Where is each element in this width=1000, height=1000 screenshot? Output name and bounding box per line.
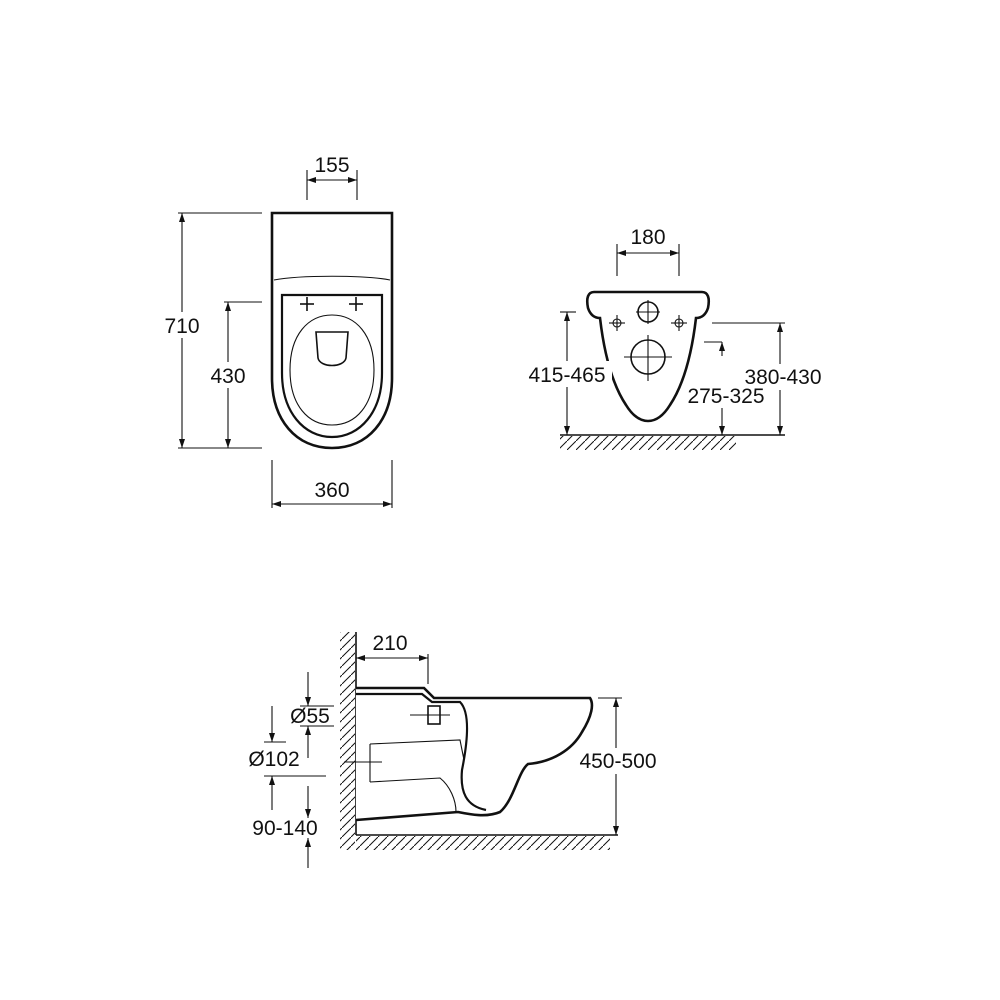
front-hole-right [671, 315, 687, 331]
dim-hole-spacing: 180 [616, 226, 680, 276]
dim-fixing-length-label: 430 [210, 365, 245, 388]
dim-fixing-length: 430 [205, 301, 262, 448]
dim-height-left-label: 415-465 [528, 364, 605, 387]
dim-hole-spacing-label: 180 [630, 226, 665, 249]
toilet-top-outline [270, 211, 394, 450]
toilet-side-inner [356, 692, 487, 812]
dim-outlet-diameter: Ø102 [248, 706, 326, 777]
toilet-top-seat [280, 293, 384, 439]
side-floor-hatch [356, 836, 610, 850]
front-floor-hatch [560, 436, 736, 450]
front-hole-outlet [624, 335, 672, 381]
dim-rim-height: 450-500 [572, 697, 664, 835]
dim-height-inner-label: 275-325 [687, 385, 764, 408]
dim-bottom-width: 360 [271, 460, 393, 508]
dim-top-width: 155 [306, 154, 358, 200]
dim-outlet-height-label: 90-140 [252, 817, 317, 840]
dim-height-left: 415-465 [522, 311, 612, 435]
toilet-top-seat-line [273, 275, 391, 281]
dim-height-inner: 275-325 [687, 341, 765, 435]
dim-depth-label: 210 [372, 632, 407, 655]
dim-total-length-label: 710 [164, 315, 199, 338]
dim-inlet-diameter: Ø55 [290, 672, 334, 758]
dim-bottom-width-label: 360 [314, 479, 349, 502]
front-view: 180 415-465 380-430 275-325 [522, 226, 829, 450]
top-view: 155 710 430 360 [160, 154, 394, 508]
dim-inlet-diameter-label: Ø55 [290, 705, 330, 728]
dim-outlet-diameter-label: Ø102 [248, 748, 299, 771]
hinge-cross-left [300, 297, 314, 311]
toilet-top-outlet [315, 331, 349, 367]
dim-height-right: 380-430 [712, 322, 829, 435]
dim-outlet-height: 90-140 [252, 776, 318, 868]
dim-rim-height-label: 450-500 [579, 750, 656, 773]
front-hole-left [609, 315, 625, 331]
dim-depth: 210 [356, 632, 429, 684]
front-hole-top [636, 300, 660, 324]
hinge-cross-right [349, 297, 363, 311]
toilet-side-trap-lower [369, 777, 457, 813]
side-view: 210 Ø55 Ø102 90-140 [248, 632, 664, 868]
toilet-side-trap [369, 739, 465, 761]
dim-total-length: 710 [160, 212, 262, 449]
dim-height-right-label: 380-430 [744, 366, 821, 389]
dim-top-width-label: 155 [314, 154, 349, 177]
toilet-side-outline [355, 686, 594, 822]
side-wall-hatch [340, 632, 355, 850]
toilet-top-bowl [289, 314, 375, 426]
